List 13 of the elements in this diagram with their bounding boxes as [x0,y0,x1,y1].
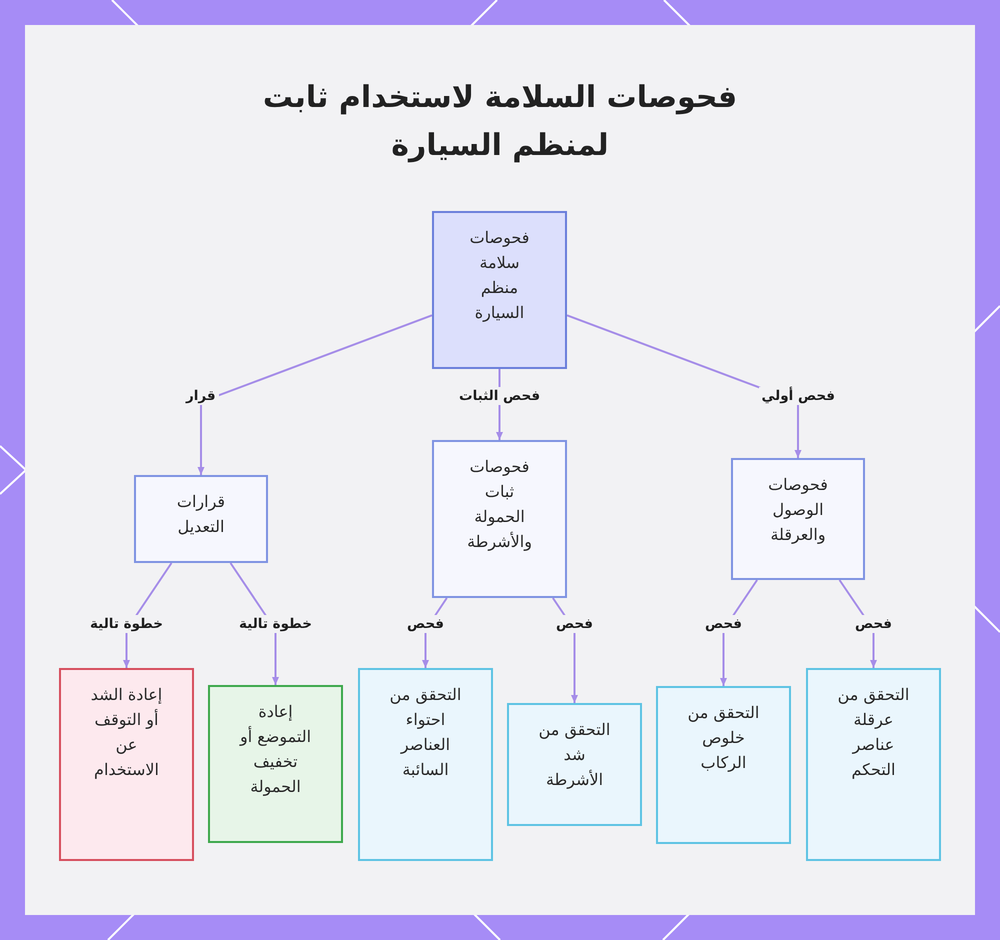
arrow [198,314,432,475]
title: فحوصات السلامة لاستخدام ثابت لمنظم السيارة [262,79,738,165]
step-box: التحقق من خلوص الركاب [656,686,791,844]
category-box: قرارات التعديل [134,475,268,563]
root-box: فحوصات سلامة منظم السيارة [432,211,567,369]
step-box: التحقق من شد الأشرطة [507,703,642,826]
step-box: إعادة التموضع أو تخفيف الحمولة [208,685,343,843]
edge-label: قرار [183,387,219,405]
category-box: فحوصات ثبات الحمولة والأشرطة [432,440,567,598]
category-box: فحوصات الوصول والعرقلة [731,458,865,580]
step-box: التحقق من عرقلة عناصر التحكم [806,668,941,861]
step-box: إعادة الشد أو التوقف عن الاستخدام [59,668,194,861]
step-box: التحقق من احتواء العناصر السائبة [358,668,493,861]
